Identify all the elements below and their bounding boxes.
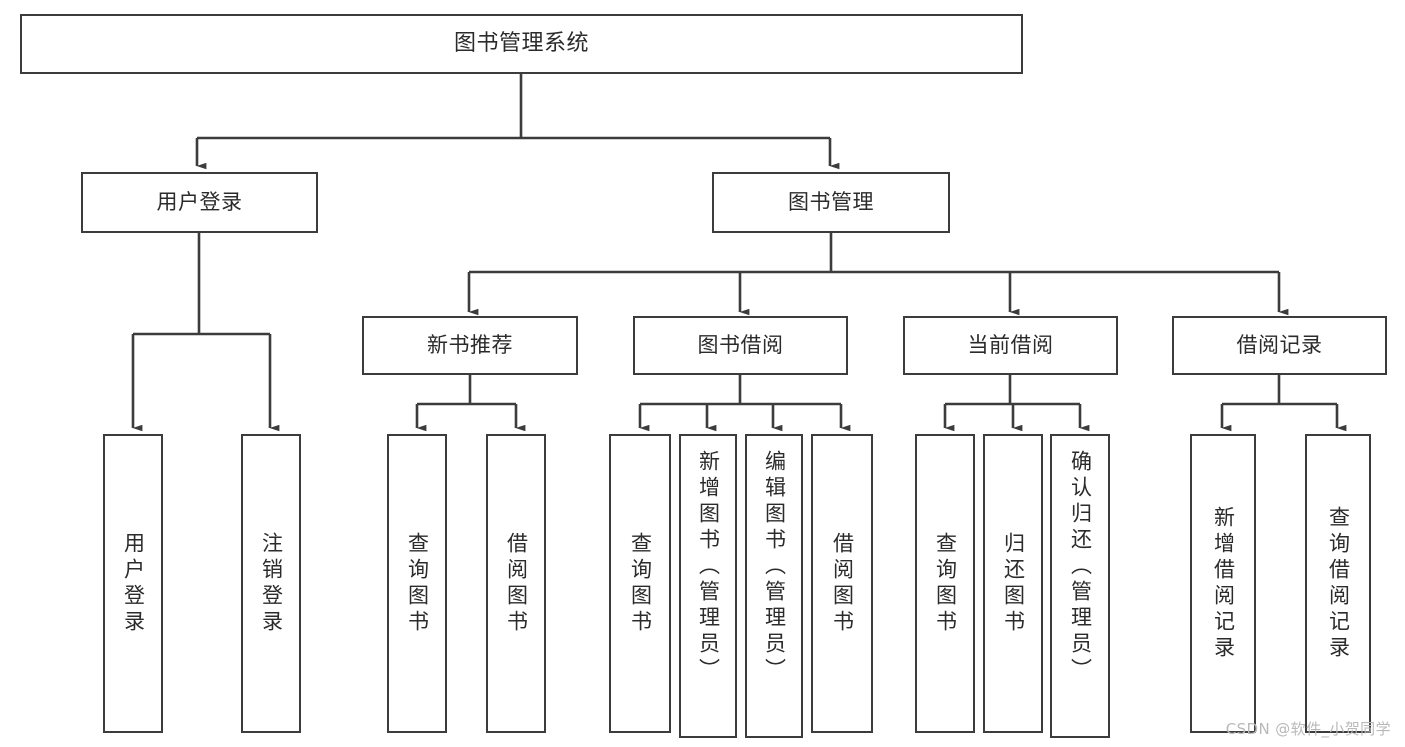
leaf-borrow-books-recommendation[interactable]: 借阅图书 <box>486 434 546 733</box>
leaf-query-books-recommendation[interactable]: 查询图书 <box>387 434 447 733</box>
node-label: 编辑图书（管理员） <box>762 450 787 684</box>
leaf-edit-book-admin[interactable]: 编辑图书（管理员） <box>745 434 803 738</box>
node-label: 借阅图书 <box>830 531 855 636</box>
leaf-query-books-current[interactable]: 查询图书 <box>915 434 975 733</box>
node-label: 新书推荐 <box>427 333 513 358</box>
node-label: 查询图书 <box>933 531 958 636</box>
node-borrowing-records[interactable]: 借阅记录 <box>1172 316 1387 375</box>
node-label: 查询借阅记录 <box>1326 505 1351 662</box>
node-new-book-recommendation[interactable]: 新书推荐 <box>362 316 578 375</box>
node-label: 图书管理 <box>788 190 874 215</box>
leaf-query-books-borrowing[interactable]: 查询图书 <box>609 434 671 733</box>
node-label: 借阅记录 <box>1236 333 1323 358</box>
node-label: 用户登录 <box>156 190 243 215</box>
leaf-logout[interactable]: 注销登录 <box>241 434 301 733</box>
leaf-user-login[interactable]: 用户登录 <box>103 434 163 733</box>
node-label: 归还图书 <box>1001 531 1026 636</box>
node-label: 借阅图书 <box>504 531 529 636</box>
leaf-confirm-return-admin[interactable]: 确认归还（管理员） <box>1050 434 1110 738</box>
node-label: 新增借阅记录 <box>1211 505 1236 662</box>
node-book-borrowing[interactable]: 图书借阅 <box>633 316 848 375</box>
leaf-borrow-books-borrowing[interactable]: 借阅图书 <box>811 434 873 733</box>
node-label: 图书借阅 <box>697 333 784 358</box>
node-label: 查询图书 <box>405 531 430 636</box>
node-label: 确认归还（管理员） <box>1068 450 1093 684</box>
node-label: 注销登录 <box>259 531 284 636</box>
node-root-book-management-system[interactable]: 图书管理系统 <box>20 14 1023 74</box>
leaf-query-borrow-record[interactable]: 查询借阅记录 <box>1305 434 1371 733</box>
node-label: 查询图书 <box>628 531 653 636</box>
csdn-watermark: CSDN @软件_小贺同学 <box>1225 720 1391 738</box>
leaf-return-books[interactable]: 归还图书 <box>983 434 1043 733</box>
node-book-management[interactable]: 图书管理 <box>712 172 950 233</box>
node-label: 新增图书（管理员） <box>696 450 721 684</box>
leaf-add-borrow-record[interactable]: 新增借阅记录 <box>1190 434 1256 733</box>
node-user-login[interactable]: 用户登录 <box>81 172 318 233</box>
node-current-borrowing[interactable]: 当前借阅 <box>903 316 1118 375</box>
node-label: 当前借阅 <box>967 333 1054 358</box>
node-label: 用户登录 <box>121 531 146 636</box>
leaf-add-book-admin[interactable]: 新增图书（管理员） <box>679 434 737 738</box>
node-label: 图书管理系统 <box>453 31 589 57</box>
